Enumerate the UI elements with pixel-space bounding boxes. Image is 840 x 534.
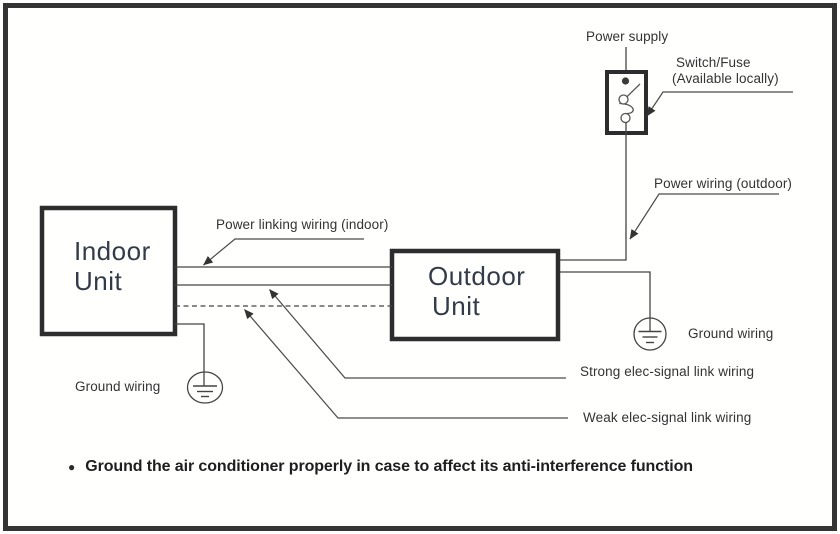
power-supply-label: Power supply xyxy=(586,29,669,44)
outdoor-unit-label-line2: Unit xyxy=(432,291,481,321)
weak-link-leader xyxy=(244,309,568,419)
strong-elec-signal-label: Strong elec-signal link wiring xyxy=(580,364,755,379)
ground-note-text: Ground the air conditioner properly in c… xyxy=(85,458,693,475)
indoor-unit-label-line1: Indoor xyxy=(74,236,151,266)
power-wiring-outdoor-leader xyxy=(629,193,779,240)
ground-wiring-left-label: Ground wiring xyxy=(75,379,161,394)
outdoor-unit-label-line1: Outdoor xyxy=(428,261,526,291)
power-linking-wiring-label: Power linking wiring (indoor) xyxy=(216,217,389,232)
bullet-icon: ● xyxy=(68,460,76,474)
indoor-unit-label-line2: Unit xyxy=(74,266,123,296)
ground-symbol-icon xyxy=(633,317,667,351)
ground-symbol-icon xyxy=(186,371,224,404)
power-linking-leader xyxy=(203,238,364,266)
power-wiring-outdoor-label: Power wiring (outdoor) xyxy=(654,176,793,191)
ground-note: ● Ground the air conditioner properly in… xyxy=(68,458,693,476)
weak-elec-signal-label: Weak elec-signal link wiring xyxy=(583,410,752,425)
indoor-ground-wire xyxy=(175,323,205,372)
strong-link-leader xyxy=(269,289,566,379)
outdoor-ground-wire xyxy=(558,271,651,318)
switch-fuse-label: Switch/Fuse (Available locally) xyxy=(672,55,779,86)
switch-fuse-label-line2: (Available locally) xyxy=(672,70,779,86)
outdoor-unit-label: Outdoor Unit xyxy=(428,261,525,321)
outdoor-unit-box xyxy=(389,248,561,342)
switch-fuse-leader xyxy=(646,91,793,117)
power-wiring-outdoor-wire xyxy=(558,122,627,261)
indoor-unit-box xyxy=(39,205,178,337)
ground-wiring-right-label: Ground wiring xyxy=(688,326,774,341)
indoor-unit-label: Indoor Unit xyxy=(74,236,151,296)
switch-fuse-label-line1: Switch/Fuse xyxy=(676,55,751,70)
